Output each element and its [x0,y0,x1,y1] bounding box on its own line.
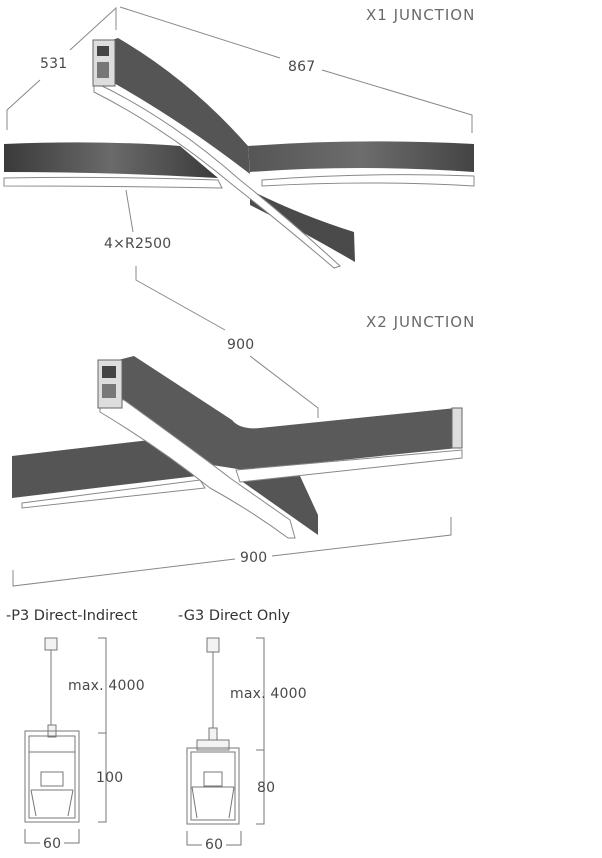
section-g3-width: 60 [205,837,224,853]
x2-junction-drawing [12,266,463,587]
section-p3-cable-length: max. 4000 [68,678,145,694]
section-p3-height: 100 [96,770,124,786]
section-g3-title: -G3 Direct Only [178,608,291,624]
section-p3-title: -P3 Direct-Indirect [6,608,138,624]
section-g3-cable-length: max. 4000 [230,686,307,702]
x1-dim-right: 867 [288,59,316,75]
x1-dimension-lines [6,6,473,233]
x1-junction-drawing [3,6,475,269]
section-g3-height: 80 [257,780,276,796]
x1-dim-radius: 4×R2500 [104,236,172,252]
section-p3-width: 60 [43,836,62,852]
x2-junction-title: X2 JUNCTION [366,313,476,331]
x2-dim-top: 900 [227,337,255,353]
x2-dimension-lines [12,266,452,587]
x2-dim-bottom: 900 [240,550,268,566]
x1-junction-title: X1 JUNCTION [366,6,476,24]
x1-dim-left: 531 [40,56,68,72]
